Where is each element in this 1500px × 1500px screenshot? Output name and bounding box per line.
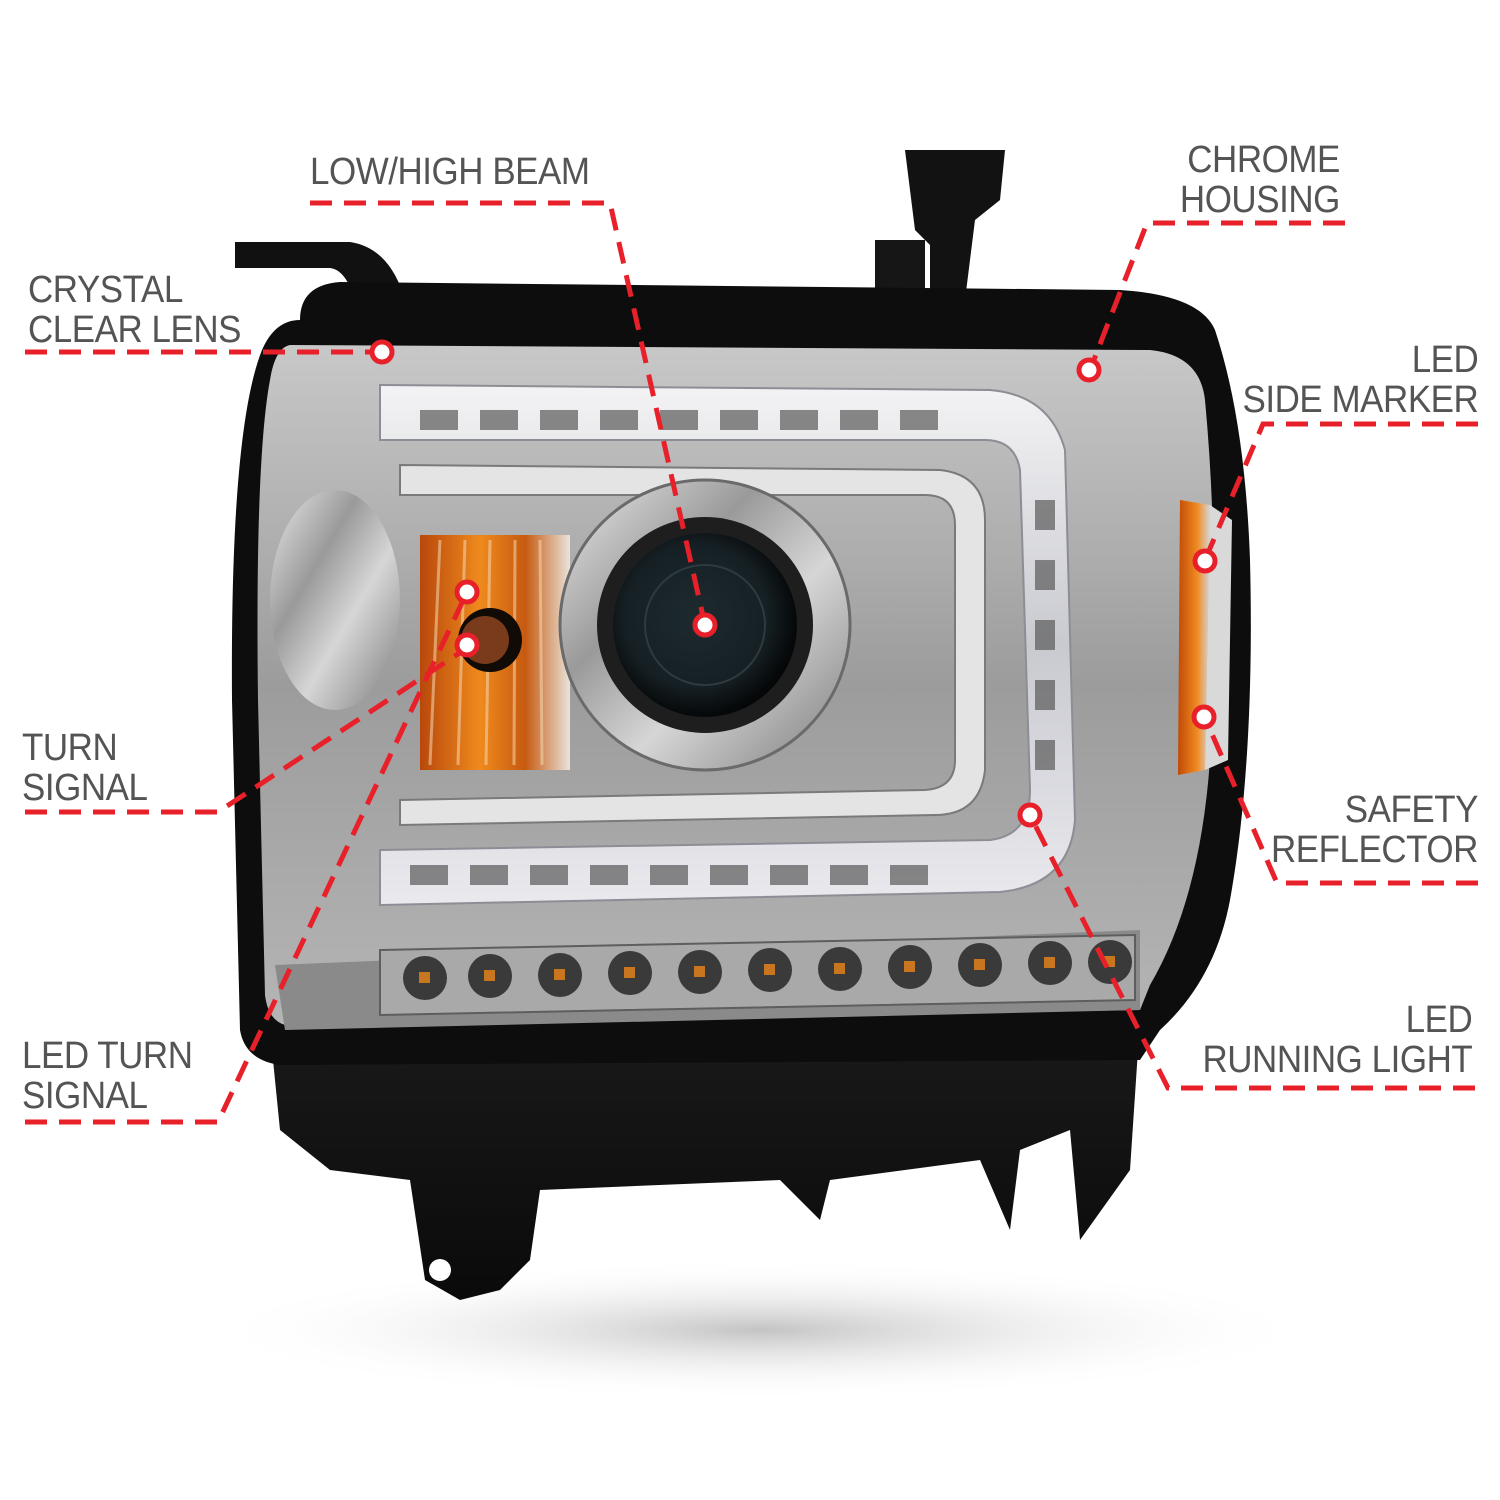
led-bar-emitters [410, 410, 1055, 885]
led-light-bar [379, 383, 1077, 907]
label-low-high-beam: LOW/HIGH BEAM [310, 151, 590, 193]
dot-led-turn-signal [454, 579, 480, 605]
dot-low-high-beam [692, 612, 718, 638]
label-chrome-housing: CHROME HOUSING [1180, 139, 1340, 221]
led-turn-emitters [403, 940, 1132, 1000]
mount-hole [429, 1259, 451, 1281]
label-turn-signal: TURN SIGNAL [22, 727, 148, 809]
leader-led-turn-signal [25, 590, 470, 1125]
label-led-running-light: LED RUNNING LIGHT [1202, 999, 1472, 1081]
dot-led-side-marker [1192, 548, 1218, 574]
leader-led-side-marker [1202, 421, 1478, 561]
leader-low-high-beam [310, 200, 708, 626]
dot-safety-reflector [1191, 704, 1217, 730]
dot-chrome-housing [1076, 357, 1102, 383]
side-marker-amber [1178, 500, 1210, 775]
dot-turn-signal [454, 632, 480, 658]
label-led-turn-signal: LED TURN SIGNAL [22, 1035, 193, 1117]
label-crystal-clear-lens: CRYSTAL CLEAR LENS [28, 269, 242, 351]
leader-led-running-light [1027, 813, 1475, 1091]
callout-leaders [25, 200, 1478, 1125]
bracket-tab [875, 240, 925, 295]
lower-housing [270, 1020, 1140, 1300]
leader-turn-signal [25, 645, 469, 815]
dot-crystal-clear-lens [369, 339, 395, 365]
top-bracket [905, 150, 1005, 300]
left-reflector [270, 490, 400, 710]
ground-shadow [200, 1260, 1320, 1400]
label-led-side-marker: LED SIDE MARKER [1242, 339, 1478, 421]
inner-light-guide [399, 463, 986, 827]
dot-led-running-light [1017, 802, 1043, 828]
label-safety-reflector: SAFETY REFLECTOR [1271, 789, 1478, 871]
lens-inner-ring [644, 564, 766, 686]
callout-dots [369, 339, 1218, 828]
leader-safety-reflector [1202, 717, 1478, 886]
